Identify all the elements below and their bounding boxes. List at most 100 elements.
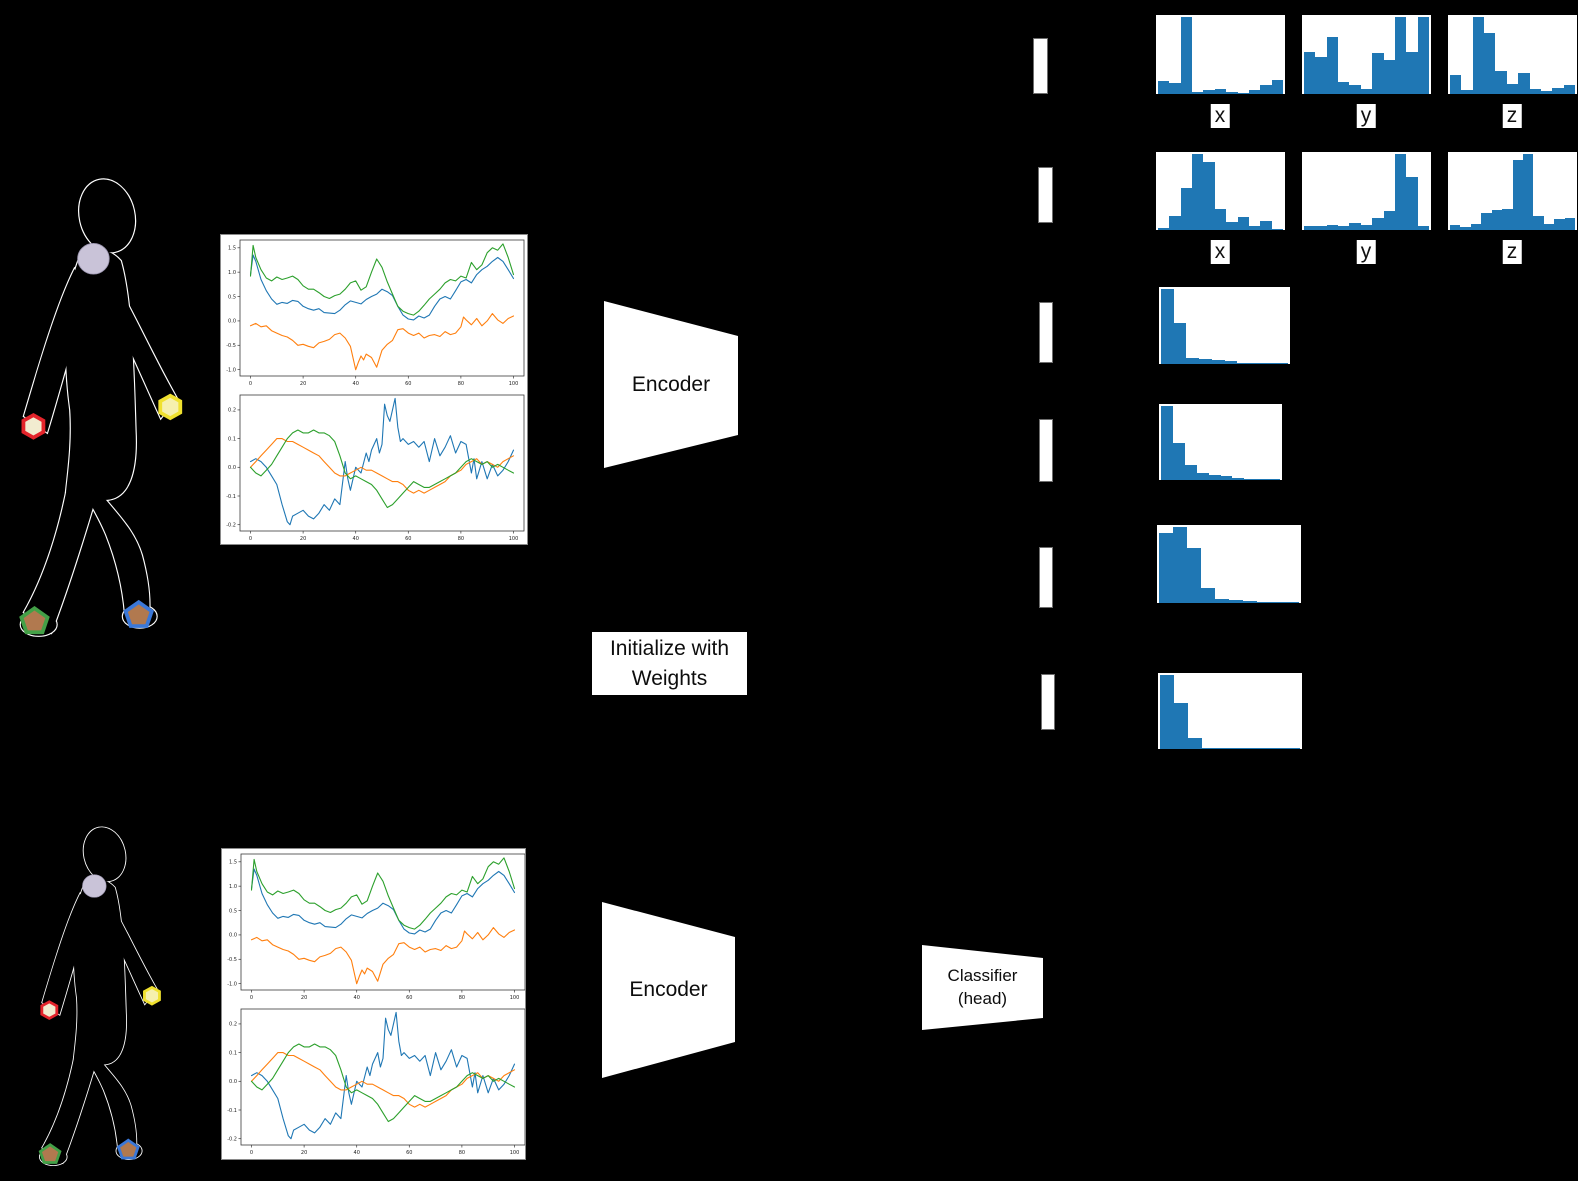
- signal-line-blue: [250, 1011, 516, 1140]
- histogram-bin-bar: [1552, 87, 1564, 94]
- x-tick-label: 0: [250, 995, 253, 1001]
- histogram-bin-bar: [1161, 406, 1173, 480]
- histogram-row1-x: [1156, 15, 1285, 94]
- histogram-bin-bar: [1372, 53, 1384, 94]
- histogram-bin-bar: [1360, 89, 1373, 94]
- histogram-bin-bar: [1199, 358, 1212, 364]
- histogram-bin-bar: [1186, 358, 1200, 364]
- histogram-bin-bar: [1203, 90, 1215, 94]
- histogram-bin-bar: [1272, 748, 1286, 749]
- histogram-bin-bar: [1563, 84, 1575, 94]
- histogram-bin-bar: [1230, 748, 1244, 749]
- signal-line-green: [250, 857, 516, 930]
- y-tick-label: 0.2: [228, 408, 236, 414]
- y-tick-label: 1.5: [229, 860, 237, 866]
- histogram-bin-bar: [1383, 211, 1395, 230]
- y-tick-label: -1.0: [227, 981, 237, 987]
- encoder-bottom: Encoder: [602, 902, 735, 1078]
- histogram-bin-bar: [1518, 72, 1530, 94]
- histogram-bin-bar: [1461, 90, 1473, 94]
- histogram-bin-bar: [1216, 748, 1230, 749]
- histogram-bin-bar: [1224, 361, 1238, 364]
- histogram-bin-bar: [1169, 216, 1181, 230]
- encoder-top-trapezoid: [604, 301, 738, 468]
- histogram-bin-bar: [1286, 747, 1300, 749]
- histogram-bin-bar: [1214, 88, 1227, 94]
- classifier-label-line2: (head): [957, 988, 1008, 1008]
- x-tick-label: 100: [510, 1150, 520, 1156]
- x-tick-label: 80: [458, 381, 464, 387]
- signal-line-green: [250, 1043, 516, 1123]
- histogram-bin-bar: [1249, 362, 1263, 364]
- histogram-bin-bar: [1237, 362, 1250, 364]
- histogram-bin-bar: [1248, 226, 1261, 230]
- row1-z-axis-label: z: [1502, 104, 1522, 129]
- histogram-bin-bar: [1372, 217, 1384, 230]
- histogram-bin-bar: [1533, 216, 1544, 230]
- histogram-bin-bar: [1450, 225, 1461, 230]
- histogram-bin-bar: [1417, 226, 1429, 230]
- embedding-bar-row5: [1039, 547, 1053, 608]
- histogram-bin-bar: [1383, 59, 1395, 94]
- y-tick-label: 0.0: [229, 933, 237, 939]
- histogram-bin-bar: [1554, 218, 1565, 230]
- histogram-bin-bar: [1188, 737, 1202, 749]
- histogram-bin-bar: [1491, 210, 1503, 230]
- histogram-bin-bar: [1256, 478, 1269, 480]
- y-tick-label: -0.1: [226, 494, 236, 500]
- histogram-bin-bar: [1481, 213, 1492, 230]
- x-tick-label: 40: [353, 381, 359, 387]
- histogram-bin-bar: [1417, 17, 1429, 94]
- histogram-bin-bar: [1275, 363, 1289, 364]
- histogram-bin-bar: [1271, 602, 1285, 603]
- histogram-bin-bar: [1260, 220, 1272, 230]
- histogram-bin-bar: [1174, 703, 1188, 749]
- x-tick-label: 20: [301, 1150, 307, 1156]
- histogram-bin-bar: [1315, 57, 1327, 94]
- x-tick-label: 0: [250, 1150, 253, 1156]
- y-tick-label: 0.5: [228, 294, 236, 300]
- y-tick-label: -0.2: [226, 522, 236, 528]
- histogram-bin-bar: [1169, 82, 1181, 94]
- histogram-bin-bar: [1173, 322, 1187, 364]
- histogram-bin-bar: [1470, 223, 1482, 230]
- classifier-label-line1: Classifier: [947, 965, 1018, 985]
- signal-line-green: [249, 429, 515, 509]
- x-tick-label: 0: [249, 536, 252, 542]
- histogram-bin-bar: [1406, 177, 1418, 230]
- encoder-bottom-trapezoid: [602, 902, 735, 1078]
- histogram-row6: [1158, 673, 1302, 749]
- y-tick-label: -1.0: [226, 367, 236, 373]
- x-tick-label: 60: [405, 536, 411, 542]
- x-tick-label: 100: [509, 381, 519, 387]
- histogram-bin-bar: [1158, 80, 1170, 94]
- histogram-bin-bar: [1226, 92, 1238, 94]
- encoder-top: Encoder: [604, 301, 738, 468]
- histogram-bin-bar: [1159, 532, 1173, 603]
- embedding-bar-row6: [1041, 674, 1055, 730]
- encoder-bottom-label: Encoder: [629, 978, 708, 1001]
- histogram-row1-y: [1302, 15, 1431, 94]
- signal-line-orange: [249, 438, 515, 494]
- histogram-bin-bar: [1315, 226, 1327, 230]
- histogram-bin-bar: [1564, 217, 1576, 230]
- y-tick-label: 1.0: [229, 884, 237, 890]
- y-tick-label: 0.0: [228, 319, 236, 325]
- init-weights-line2: Weights: [631, 666, 708, 690]
- histogram-bin-bar: [1349, 223, 1361, 230]
- x-tick-label: 60: [406, 1150, 412, 1156]
- x-tick-label: 100: [509, 536, 519, 542]
- x-tick-label: 40: [353, 536, 359, 542]
- init-weights-line1: Initialize with: [609, 637, 730, 661]
- histogram-bin-bar: [1502, 208, 1513, 230]
- histogram-bin-bar: [1220, 476, 1233, 480]
- walking-person-silhouette-bottom: [28, 824, 178, 1172]
- y-tick-label: 0.2: [229, 1022, 237, 1028]
- x-tick-label: 80: [458, 536, 464, 542]
- row2-z-axis-label: z: [1502, 240, 1522, 265]
- x-tick-label: 80: [459, 995, 465, 1001]
- histogram-bin-bar: [1495, 71, 1507, 94]
- histogram-bin-bar: [1394, 17, 1407, 94]
- histogram-bin-bar: [1506, 84, 1519, 94]
